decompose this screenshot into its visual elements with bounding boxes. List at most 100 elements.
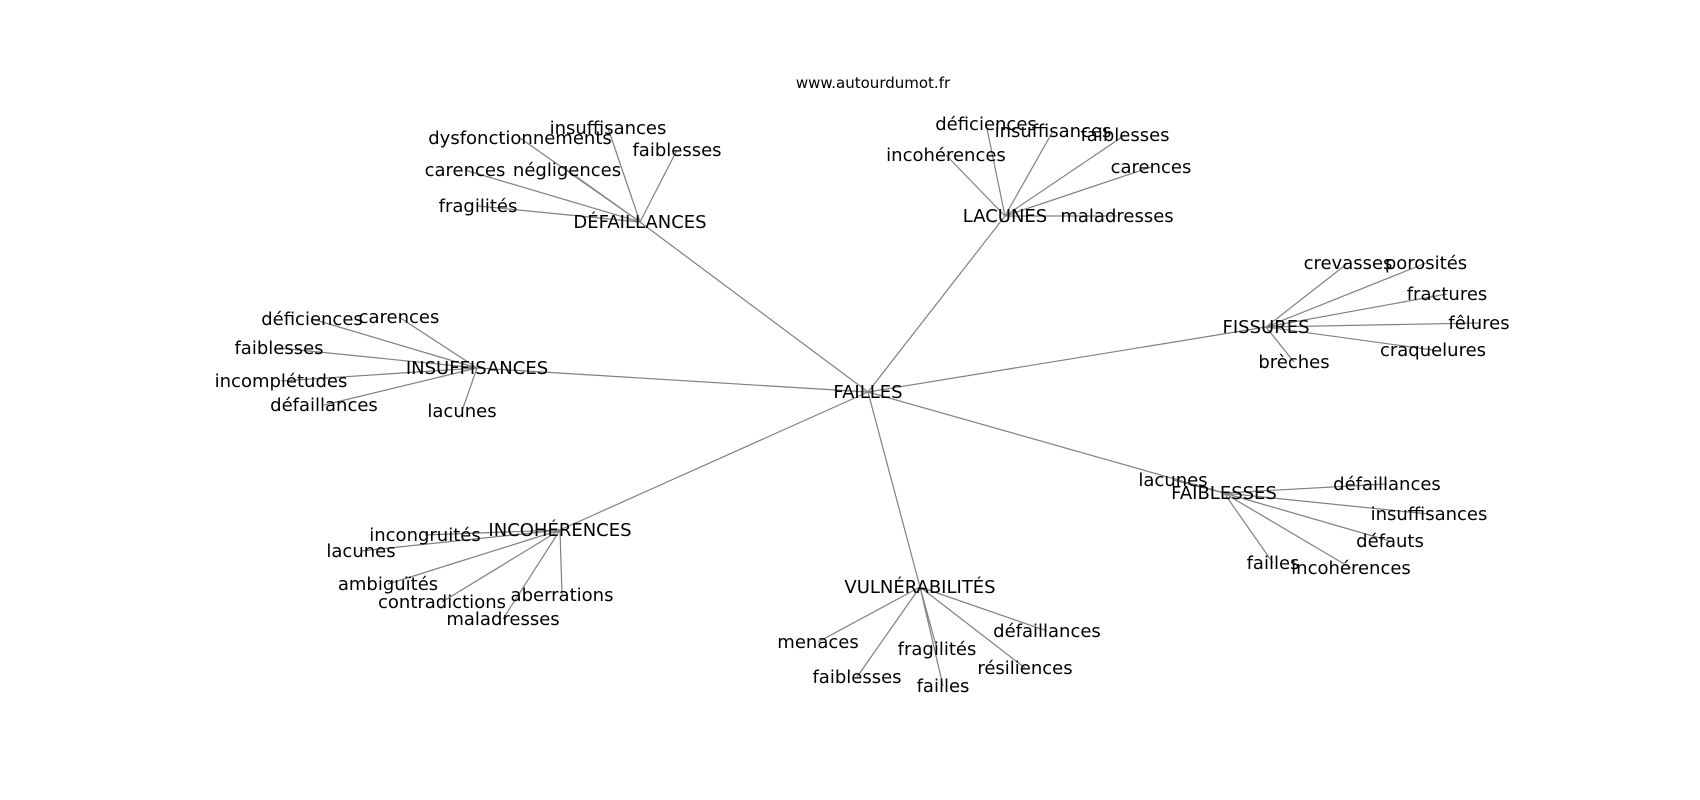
root-node-label[interactable]: FAILLES	[833, 382, 902, 403]
edge-fissures-craquelures	[1265, 326, 1434, 351]
leaf-node-lacunes[interactable]: lacunes	[1138, 470, 1207, 491]
edge-root-insuffisances	[476, 367, 869, 393]
edge-defaillances-insuffisances	[607, 127, 641, 223]
edge-root-vulnerabilites	[867, 391, 921, 588]
leaf-node-ambiguites[interactable]: ambiguïtés	[338, 574, 438, 595]
leaf-node-breches[interactable]: brèches	[1258, 352, 1329, 373]
leaf-node-lacunes[interactable]: lacunes	[427, 401, 496, 422]
edge-insuffisances-carences	[398, 316, 478, 369]
edge-defaillances-carences	[464, 169, 641, 223]
edge-vulnerabilites-faiblesses	[856, 586, 921, 678]
edge-fissures-fractures	[1265, 293, 1448, 328]
group-node-lacunes[interactable]: LACUNES	[963, 206, 1047, 227]
leaf-node-contradictions[interactable]: contradictions	[378, 592, 506, 613]
leaf-node-felures[interactable]: fêlures	[1448, 313, 1509, 334]
edge-insuffisances-faiblesses	[278, 347, 478, 369]
leaf-node-insuffisances[interactable]: insuffisances	[550, 118, 667, 139]
leaf-node-menaces[interactable]: menaces	[777, 632, 858, 653]
edge-insuffisances-deficiences	[311, 318, 478, 369]
leaf-node-carences[interactable]: carences	[1111, 157, 1192, 178]
group-node-insuffisances[interactable]: INSUFFISANCES	[406, 358, 548, 379]
group-node-faiblesses[interactable]: FAIBLESSES	[1171, 483, 1277, 504]
edge-faiblesses-lacunes	[1172, 479, 1225, 494]
graph-edges	[278, 123, 1480, 687]
leaf-node-aberrations[interactable]: aberrations	[511, 585, 614, 606]
edge-fissures-crevasses	[1265, 262, 1349, 328]
edge-incoherences-ambiguites	[387, 529, 561, 585]
edge-insuffisances-lacunes	[461, 367, 478, 412]
edge-faiblesses-insuffisances	[1223, 492, 1430, 515]
leaf-node-defaillances[interactable]: défaillances	[270, 395, 378, 416]
leaf-node-insuffisances[interactable]: insuffisances	[1371, 504, 1488, 525]
edge-incoherences-contradictions	[441, 529, 561, 603]
edge-root-lacunes	[867, 215, 1006, 393]
edge-fissures-porosites	[1265, 262, 1427, 328]
leaf-node-crevasses[interactable]: crevasses	[1304, 253, 1393, 274]
graph-labels: FAILLESDÉFAILLANCESinsuffisancesdysfonct…	[215, 114, 1510, 697]
leaf-node-maladresses[interactable]: maladresses	[1060, 206, 1173, 227]
edge-incoherences-aberrations	[559, 529, 563, 596]
edge-lacunes-carences	[1004, 166, 1152, 217]
leaf-node-dysfonctionnements[interactable]: dysfonctionnements	[428, 128, 612, 149]
leaf-node-failles[interactable]: failles	[917, 676, 970, 697]
leaf-node-incoherences[interactable]: incohérences	[1291, 558, 1411, 579]
leaf-node-defaillances[interactable]: défaillances	[993, 621, 1101, 642]
edge-lacunes-faiblesses	[1004, 134, 1126, 217]
leaf-node-incongruites[interactable]: incongruités	[369, 525, 480, 546]
leaf-node-porosites[interactable]: porosités	[1385, 253, 1467, 274]
edge-root-faiblesses	[867, 391, 1225, 494]
leaf-node-carences[interactable]: carences	[425, 160, 506, 181]
leaf-node-failles[interactable]: failles	[1247, 553, 1300, 574]
edge-root-fissures	[867, 326, 1267, 393]
edge-fissures-felures	[1265, 322, 1480, 328]
edge-faiblesses-failles	[1223, 492, 1274, 564]
edge-incoherences-maladresses	[502, 529, 561, 620]
edge-fissures-breches	[1265, 326, 1295, 363]
leaf-node-faiblesses[interactable]: faiblesses	[812, 667, 901, 688]
edge-defaillances-fragilites	[477, 205, 641, 223]
leaf-node-fractures[interactable]: fractures	[1407, 284, 1488, 305]
leaf-node-defauts[interactable]: défauts	[1356, 531, 1424, 552]
edge-vulnerabilites-resiliences	[919, 586, 1026, 669]
edge-insuffisances-defaillances	[323, 367, 478, 406]
edge-root-defaillances	[639, 221, 869, 393]
leaf-node-faiblesses[interactable]: faiblesses	[1080, 125, 1169, 146]
leaf-node-deficiences[interactable]: déficiences	[261, 309, 363, 330]
edge-faiblesses-defauts	[1223, 492, 1391, 542]
group-node-fissures[interactable]: FISSURES	[1223, 317, 1310, 338]
leaf-node-maladresses[interactable]: maladresses	[446, 609, 559, 630]
group-node-vulnerabilites[interactable]: VULNÉRABILITÉS	[844, 576, 995, 598]
leaf-node-insuffisances[interactable]: insuffisances	[995, 121, 1112, 142]
group-node-incoherences[interactable]: INCOHÉRENCES	[488, 519, 631, 541]
edge-root-incoherences	[559, 391, 869, 531]
edge-insuffisances-incompletudes	[280, 367, 478, 382]
leaf-node-negligences[interactable]: négligences	[513, 160, 621, 181]
edge-vulnerabilites-failles	[919, 586, 944, 687]
edge-defaillances-negligences	[566, 169, 641, 223]
leaf-node-lacunes[interactable]: lacunes	[326, 541, 395, 562]
leaf-node-incoherences[interactable]: incohérences	[886, 145, 1006, 166]
edge-vulnerabilites-defaillances	[919, 586, 1048, 632]
leaf-node-faiblesses[interactable]: faiblesses	[632, 140, 721, 161]
group-node-defaillances[interactable]: DÉFAILLANCES	[573, 211, 706, 233]
edge-vulnerabilites-menaces	[817, 586, 921, 643]
leaf-node-faiblesses[interactable]: faiblesses	[234, 338, 323, 359]
edge-lacunes-insuffisances	[1004, 130, 1054, 217]
leaf-node-fragilites[interactable]: fragilités	[898, 639, 977, 660]
edge-defaillances-faiblesses	[639, 149, 678, 223]
leaf-node-incompletudes[interactable]: incomplétudes	[215, 371, 348, 392]
leaf-node-carences[interactable]: carences	[359, 307, 440, 328]
edge-lacunes-incoherences	[945, 154, 1006, 217]
edge-lacunes-deficiences	[985, 123, 1006, 217]
edge-incoherences-incongruites	[424, 529, 561, 536]
leaf-node-craquelures[interactable]: craquelures	[1380, 340, 1486, 361]
edge-faiblesses-incoherences	[1223, 492, 1352, 569]
leaf-node-resiliences[interactable]: résiliences	[977, 658, 1072, 679]
edge-incoherences-lacunes	[360, 529, 561, 552]
leaf-node-deficiences[interactable]: déficiences	[935, 114, 1037, 135]
leaf-node-defaillances[interactable]: défaillances	[1333, 474, 1441, 495]
leaf-node-fragilites[interactable]: fragilités	[439, 196, 518, 217]
edge-faiblesses-defaillances	[1223, 483, 1388, 494]
source-url: www.autourdumot.fr	[796, 74, 951, 92]
